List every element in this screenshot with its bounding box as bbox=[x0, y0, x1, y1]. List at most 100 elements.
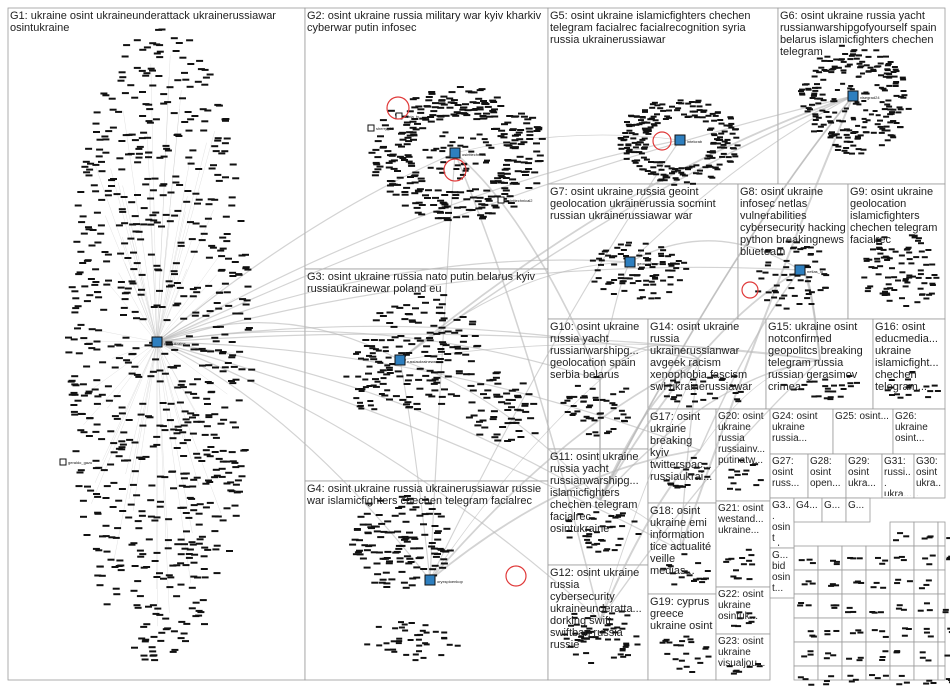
graph-node bbox=[526, 158, 533, 160]
graph-node bbox=[147, 416, 154, 418]
graph-node bbox=[511, 206, 518, 208]
graph-node bbox=[603, 250, 609, 252]
graph-node bbox=[436, 307, 443, 309]
graph-node bbox=[668, 276, 674, 278]
graph-node bbox=[517, 156, 524, 158]
graph-node bbox=[629, 274, 635, 276]
group-box-g3x bbox=[770, 498, 794, 548]
graph-node bbox=[142, 639, 149, 641]
graph-node bbox=[393, 395, 400, 397]
graph-node bbox=[710, 150, 716, 152]
graph-node bbox=[86, 435, 93, 437]
graph-node bbox=[148, 68, 155, 70]
graph-node bbox=[207, 382, 214, 384]
graph-node bbox=[812, 261, 818, 263]
graph-node bbox=[91, 184, 98, 186]
graph-node bbox=[766, 291, 772, 293]
graph-node bbox=[198, 68, 205, 70]
graph-node bbox=[618, 653, 624, 655]
graph-node bbox=[406, 558, 413, 560]
graph-node bbox=[242, 267, 249, 269]
graph-node bbox=[847, 557, 853, 559]
graph-node bbox=[441, 147, 447, 149]
graph-node bbox=[107, 430, 114, 432]
graph-node bbox=[483, 141, 489, 143]
graph-node bbox=[624, 147, 630, 149]
graph-node bbox=[631, 151, 637, 153]
graph-node bbox=[567, 537, 573, 539]
graph-node bbox=[757, 665, 763, 667]
graph-node bbox=[686, 405, 692, 407]
graph-node bbox=[376, 312, 383, 314]
graph-node bbox=[138, 294, 145, 296]
graph-node bbox=[879, 128, 885, 130]
graph-node bbox=[141, 655, 148, 657]
graph-node bbox=[115, 500, 122, 502]
graph-node bbox=[108, 559, 115, 561]
graph-node bbox=[403, 587, 410, 589]
graph-node bbox=[687, 574, 693, 576]
graph-node bbox=[924, 628, 930, 630]
graph-node bbox=[102, 152, 109, 154]
graph-node bbox=[168, 366, 175, 368]
graph-node bbox=[604, 400, 610, 402]
graph-node bbox=[411, 106, 418, 108]
graph-node bbox=[480, 100, 487, 102]
graph-node bbox=[417, 108, 424, 110]
graph-node bbox=[875, 557, 881, 559]
graph-node bbox=[191, 115, 198, 117]
graph-node bbox=[593, 397, 599, 399]
graph-node bbox=[160, 194, 167, 196]
graph-node bbox=[413, 566, 420, 568]
graph-node bbox=[604, 432, 610, 434]
graph-node bbox=[537, 155, 544, 157]
graph-node bbox=[149, 214, 156, 216]
graph-node bbox=[935, 390, 941, 392]
graph-node bbox=[657, 107, 663, 109]
graph-node bbox=[888, 387, 894, 389]
graph-node bbox=[618, 244, 624, 246]
graph-node bbox=[806, 293, 812, 295]
graph-node bbox=[730, 385, 736, 387]
graph-node bbox=[832, 98, 837, 100]
graph-node bbox=[473, 163, 479, 165]
graph-node bbox=[393, 194, 400, 196]
graph-node bbox=[391, 651, 397, 653]
graph-node bbox=[688, 473, 694, 475]
graph-node bbox=[194, 203, 201, 205]
graph-node bbox=[221, 407, 228, 409]
graph-node bbox=[490, 111, 497, 113]
graph-node bbox=[219, 352, 226, 354]
graph-node bbox=[462, 146, 468, 148]
graph-node bbox=[475, 98, 482, 100]
graph-node bbox=[183, 486, 190, 488]
graph-node bbox=[180, 473, 187, 475]
graph-node bbox=[161, 156, 168, 158]
graph-node bbox=[170, 437, 177, 439]
micro-group-box bbox=[938, 594, 945, 618]
graph-node bbox=[804, 297, 810, 299]
graph-node bbox=[198, 460, 205, 462]
graph-node bbox=[639, 139, 645, 141]
graph-node bbox=[83, 161, 90, 163]
graph-node bbox=[180, 295, 187, 297]
graph-node bbox=[933, 277, 939, 279]
graph-node bbox=[110, 109, 117, 111]
graph-node bbox=[469, 321, 476, 323]
hub-node-label: russiaukrainewar bbox=[407, 359, 438, 364]
graph-node bbox=[211, 337, 218, 339]
graph-node bbox=[436, 118, 443, 120]
graph-node bbox=[130, 268, 137, 270]
graph-node bbox=[681, 553, 687, 555]
graph-node bbox=[402, 630, 408, 632]
graph-node bbox=[678, 172, 684, 174]
graph-node bbox=[823, 70, 829, 72]
graph-node bbox=[232, 261, 239, 263]
graph-node bbox=[187, 221, 194, 223]
graph-node bbox=[850, 611, 856, 613]
graph-node bbox=[181, 477, 188, 479]
graph-node bbox=[190, 479, 197, 481]
graph-node bbox=[106, 400, 113, 402]
graph-node bbox=[943, 611, 949, 613]
graph-node bbox=[594, 376, 600, 378]
